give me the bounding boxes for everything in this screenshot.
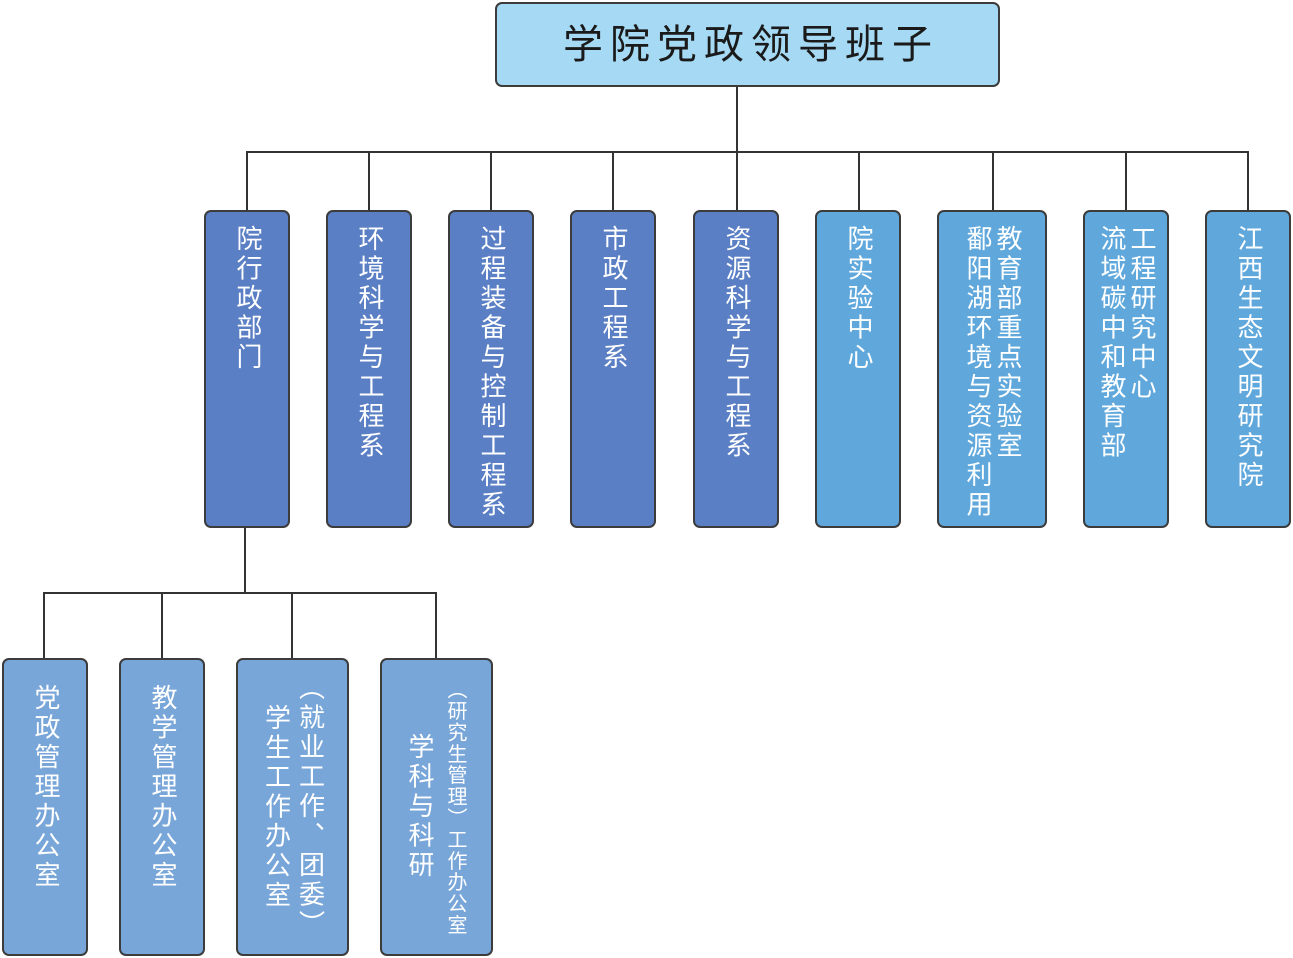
carbon-neutrality-research-center-node: 流域碳中和教育部 工程研究中心 [1083,210,1169,528]
student-affairs-office-node: 学生工作办公室 （就业工作、团委） [236,658,349,956]
node-label-line: 教育部重点实验室 [992,225,1022,461]
dept-environmental-engineering-node: 环境科学与工程系 [326,210,412,528]
node-label: 鄱阳湖环境与资源利用 教育部重点实验室 [962,225,1022,526]
node-label: 环境科学与工程系 [354,225,384,526]
teaching-admin-office-node: 教学管理办公室 [119,658,205,956]
node-label-line: 教学管理办公室 [147,684,177,891]
dept-municipal-engineering-node: 市政工程系 [570,210,656,528]
node-label: 党政管理办公室 [30,684,60,954]
research-office-node: 学科与科研 （研究生管理）工作办公室 [380,658,493,956]
node-label: 学科与科研 （研究生管理）工作办公室 [404,660,469,954]
party-admin-office-node: 党政管理办公室 [2,658,88,956]
node-label-line: 院实验中心 [843,225,873,373]
node-label: 学生工作办公室 （就业工作、团委） [261,660,325,954]
node-label-line: 鄱阳湖环境与资源利用 [962,225,992,520]
dept-resource-engineering-node: 资源科学与工程系 [693,210,779,528]
node-label-line: 院行政部门 [232,225,262,373]
node-label: 资源科学与工程系 [721,225,751,526]
node-label-line: （就业工作、团委） [294,674,325,940]
node-label: 市政工程系 [598,225,628,526]
node-label-line: 流域碳中和教育部 [1096,225,1126,461]
leadership-team-node: 学院党政领导班子 [495,2,1000,87]
node-label-line: 学生工作办公室 [260,703,291,911]
dept-process-equipment-node: 过程装备与控制工程系 [448,210,534,528]
node-label-line: 党政管理办公室 [30,684,60,891]
connector-group [43,86,1249,659]
node-label: 过程装备与控制工程系 [476,225,506,526]
node-label-line: 学科与科研 [404,733,434,881]
node-label: 教学管理办公室 [147,684,177,954]
node-label: 流域碳中和教育部 工程研究中心 [1096,225,1156,526]
node-label-line: 环境科学与工程系 [354,225,384,461]
node-label: 学院党政领导班子 [563,21,939,68]
node-label: 院行政部门 [232,225,262,526]
node-label-line: 市政工程系 [598,225,628,373]
node-label: 院实验中心 [843,225,873,526]
node-label-line: 江西生态文明研究院 [1233,225,1263,491]
node-label-line: 工程研究中心 [1126,225,1156,402]
node-label-line: 过程装备与控制工程系 [476,225,506,520]
poyang-lake-key-lab-node: 鄱阳湖环境与资源利用 教育部重点实验室 [937,210,1047,528]
node-label-line: （研究生管理）工作办公室 [444,678,468,936]
node-label-line: 资源科学与工程系 [721,225,751,461]
dept-admin-node: 院行政部门 [204,210,290,528]
lab-center-node: 院实验中心 [815,210,901,528]
node-label: 江西生态文明研究院 [1233,225,1263,526]
eco-civilization-institute-node: 江西生态文明研究院 [1205,210,1291,528]
